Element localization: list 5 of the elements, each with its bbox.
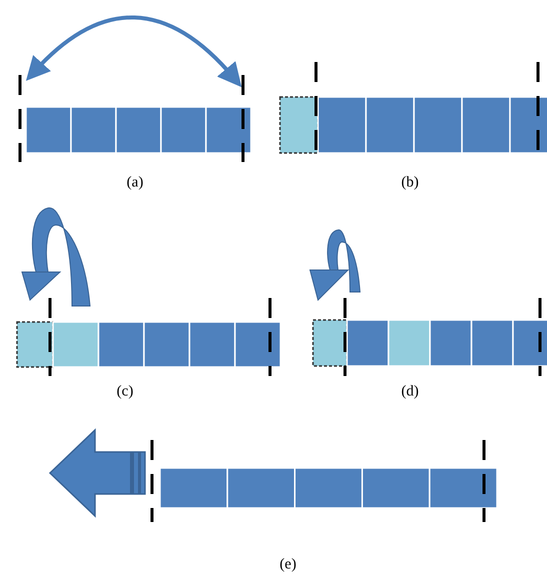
panel-label: (d) bbox=[401, 384, 419, 400]
panel-label: (e) bbox=[280, 558, 296, 572]
panel-label: (c) bbox=[116, 384, 134, 400]
panel-label: (b) bbox=[401, 176, 419, 190]
panel-label: (a) bbox=[126, 176, 144, 190]
